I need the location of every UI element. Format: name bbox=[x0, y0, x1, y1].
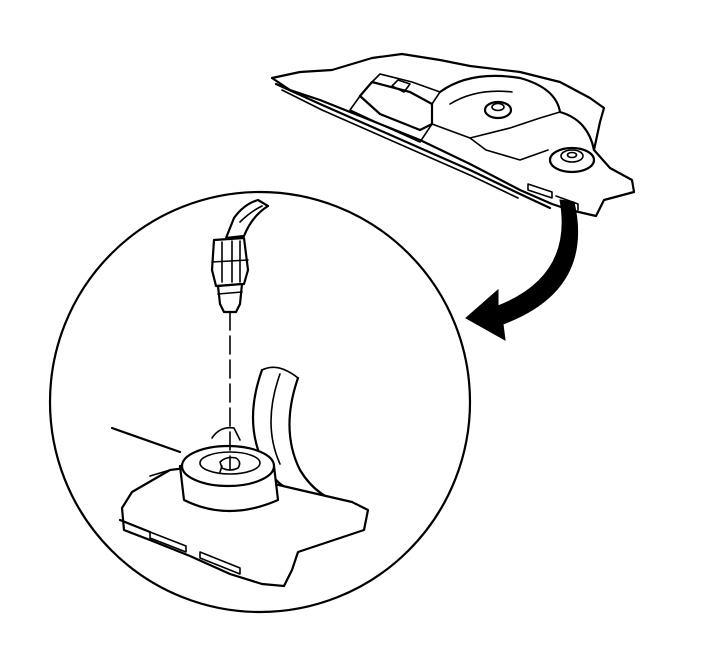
bulb-socket bbox=[216, 282, 244, 314]
panel-ridge-block bbox=[358, 80, 434, 132]
detail-housing-curve-inner bbox=[270, 373, 281, 465]
panel-ridge-top bbox=[371, 73, 441, 105]
panel-right-lobe bbox=[558, 110, 596, 152]
callout-arrow-shaft bbox=[465, 199, 578, 341]
panel-slot-2 bbox=[555, 195, 579, 211]
detail-slot-2 bbox=[199, 551, 241, 575]
detail-panel-front bbox=[123, 529, 263, 585]
detail-slot-1 bbox=[149, 531, 187, 553]
panel-socket-boss-inner bbox=[560, 149, 584, 163]
panel-tab bbox=[391, 79, 411, 93]
detail-view bbox=[110, 366, 370, 588]
detail-housing-top bbox=[261, 366, 299, 379]
socket-mount-ring bbox=[211, 426, 241, 441]
panel-lip-edge-2 bbox=[281, 89, 519, 199]
bulb-socket-collar bbox=[217, 291, 243, 295]
detail-panel-edge bbox=[110, 426, 182, 454]
socket-hole-key bbox=[219, 465, 223, 473]
panel-ridge-side bbox=[349, 95, 433, 143]
panel-dome-inner bbox=[449, 90, 513, 105]
panel-socket-boss-hole bbox=[566, 151, 578, 159]
trim-panel-overview bbox=[270, 52, 636, 218]
socket-hole bbox=[219, 456, 241, 471]
panel-dome-contour bbox=[438, 74, 562, 114]
panel-dome-boss-hole bbox=[491, 102, 505, 112]
detail-panel-lip bbox=[118, 518, 152, 534]
detail-panel-top-edge bbox=[149, 469, 171, 477]
panel-channel-2 bbox=[469, 137, 549, 161]
harness-wires bbox=[224, 198, 270, 240]
panel-slot bbox=[527, 183, 553, 199]
harness-wire-split bbox=[239, 205, 263, 223]
connector-lock bbox=[211, 259, 249, 263]
connector-assembly bbox=[210, 198, 270, 471]
panel-outline bbox=[270, 52, 636, 218]
socket-boss-recess bbox=[199, 451, 261, 475]
panel-socket-boss bbox=[548, 146, 596, 174]
callout-arrow bbox=[465, 199, 578, 341]
panel-lip-edge bbox=[274, 82, 552, 210]
panel-channel bbox=[431, 111, 561, 139]
connector bbox=[210, 236, 250, 288]
